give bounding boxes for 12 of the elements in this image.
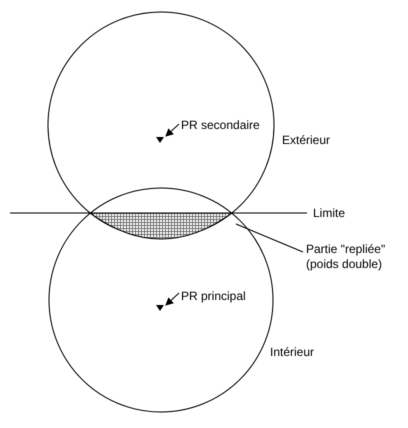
annotation-label: PR secondaire [181,118,260,133]
annotation-label: PR principal [181,289,246,304]
arrow [165,292,180,306]
region-label: Limite [313,206,346,221]
region-label: Intérieur [270,345,314,360]
region-label: Extérieur [282,133,330,148]
annotation-label: Partie "repliée" (poids double) [306,242,406,272]
point-marker [156,305,164,311]
point-marker [156,137,164,143]
leader-line [236,224,304,252]
arrow [165,124,180,137]
shaded-region [90,213,232,239]
